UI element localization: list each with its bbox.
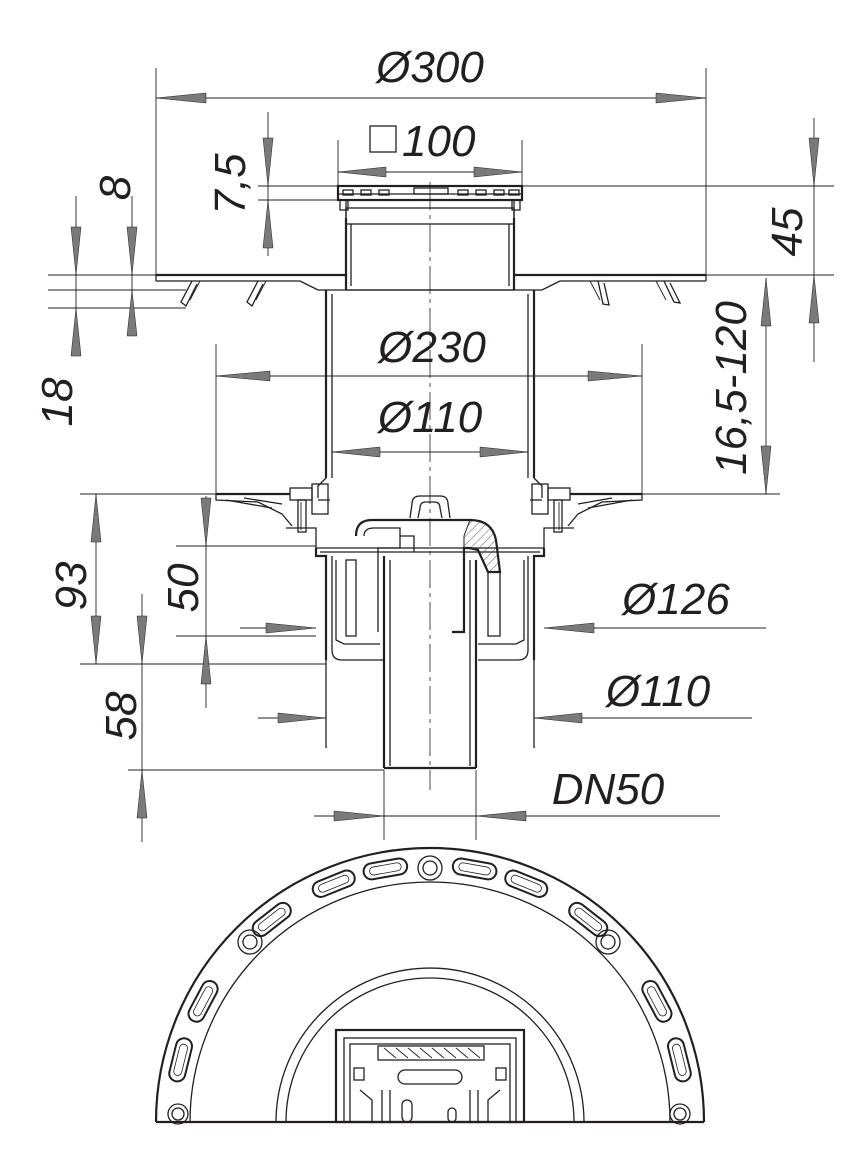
flange-slot [362,857,409,881]
flange-slot-inner [193,986,214,1017]
dim-d230: Ø230 [376,323,486,372]
dimension-labels: Ø300 100 7,5 8 45 18 Ø230 Ø110 16,5-120 … [33,43,812,814]
dim-8: 8 [91,175,140,200]
flange-slot [251,901,292,938]
grating-plan [334,1028,526,1124]
plan-view [154,846,706,1125]
dim-sq100: 100 [402,117,476,166]
lower-flange-left [215,483,330,548]
flange-slot-inner [369,862,402,876]
flange-bolt-holes [167,855,691,1125]
dim-45: 45 [763,207,812,256]
section-view [155,182,707,790]
flange-slot-inner [318,874,350,893]
grating-frame [336,184,524,225]
flange-slot-inner [510,874,542,893]
dim-dn50: DN50 [552,765,665,814]
flange-slot [666,1037,692,1083]
dim-58: 58 [97,691,146,740]
dim-18: 18 [33,377,82,426]
flange-slot [311,869,356,898]
outlet-pipe-dn50 [380,556,478,770]
dim-7-5: 7,5 [206,153,255,215]
lower-flange-right [530,483,643,548]
dim-16-5-120: 16,5-120 [707,301,756,475]
dim-50: 50 [159,563,208,612]
dim-d300: Ø300 [374,43,484,92]
flange-slot-inner [672,1043,687,1076]
flange-slot-inner [574,907,603,932]
flange-slot-inner [257,907,286,932]
flange-slot-inner [646,986,667,1017]
flange-slot [504,869,549,898]
dim-d110-top: Ø110 [376,393,483,442]
flange-slot [168,1037,194,1083]
dim-93: 93 [47,561,96,610]
flange-slot [641,979,673,1023]
odour-trap [354,495,502,634]
riser-tube-230 [317,289,543,498]
flange-slot [451,857,498,881]
flange-300 [155,273,707,308]
lower-body [314,547,546,748]
flange-slot-inner [458,862,491,876]
flange-slot [568,901,609,938]
flange-slots [168,857,692,1083]
flange-slot-inner [173,1043,188,1076]
dim-d126: Ø126 [620,575,730,624]
dim-d110-bottom: Ø110 [604,667,711,716]
dimension-lines [48,68,834,842]
flange-slot [187,979,219,1023]
